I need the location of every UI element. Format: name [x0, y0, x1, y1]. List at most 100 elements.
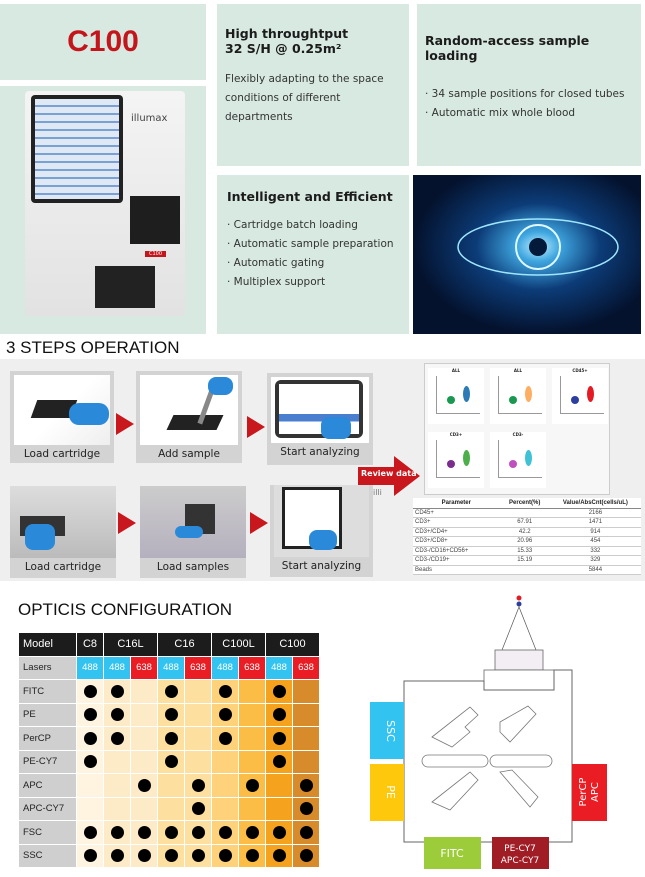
step-arrow-icon [250, 512, 268, 534]
step-label: Load samples [140, 558, 246, 576]
apccy7-label: APC-CY7 [501, 856, 539, 866]
laser-cell: 488 [76, 655, 104, 680]
supported-dot-icon [218, 825, 232, 839]
channel-cell [238, 843, 266, 868]
laser-cell: 488 [157, 655, 185, 680]
steps-heading: 3 STEPS OPERATION [6, 338, 180, 357]
supported-dot-icon [218, 708, 232, 722]
supported-dot-icon [272, 731, 286, 745]
channel-cell [265, 796, 293, 821]
supported-dot-icon [272, 708, 286, 722]
supported-dot-icon [83, 849, 97, 863]
channel-cell [76, 702, 104, 727]
step-card: Start analyzing [267, 373, 373, 465]
channel-cell [130, 843, 158, 868]
channel-cell [292, 749, 320, 774]
channel-cell [184, 820, 212, 845]
channel-label: APC [18, 773, 77, 798]
channel-cell [157, 702, 185, 727]
model-label: Model [18, 632, 77, 657]
supported-dot-icon [164, 731, 178, 745]
supported-dot-icon [83, 731, 97, 745]
supported-dot-icon [245, 849, 259, 863]
fitc-label: FITC [440, 847, 464, 860]
scatter-plot: ALL [490, 368, 546, 424]
results-cell: 1471 [549, 517, 641, 528]
supported-dot-icon [272, 755, 286, 769]
supported-dot-icon [299, 778, 313, 792]
supported-dot-icon [299, 825, 313, 839]
channel-cell [157, 773, 185, 798]
step-arrow-icon [116, 413, 134, 435]
pecy7-label: PE-CY7 [504, 844, 536, 854]
supported-dot-icon [83, 825, 97, 839]
feature-subtitle: 32 S/H @ 0.25m² [225, 41, 342, 56]
step-label: Start analyzing [281, 560, 362, 572]
model-header: C16L [103, 632, 158, 657]
channel-cell [292, 820, 320, 845]
channel-cell [238, 702, 266, 727]
feature-title: Random-access sample loading [425, 33, 590, 63]
supported-dot-icon [83, 684, 97, 698]
step-card: Add sample [136, 371, 242, 463]
model-title-panel: C100 [0, 4, 206, 80]
supported-dot-icon [272, 825, 286, 839]
plot-title: CD3+ [449, 432, 463, 437]
channel-cell [103, 820, 131, 845]
feature-line: · Multiplex support [227, 276, 326, 288]
optics-heading: OPTICIS CONFIGURATION [18, 600, 233, 619]
laser-cell: 488 [103, 655, 131, 680]
step-arrow-icon [247, 416, 265, 438]
step-card: Load cartridge [10, 371, 114, 463]
channel-cell [157, 749, 185, 774]
results-cell: 42.2 [499, 527, 550, 537]
channel-cell [103, 702, 131, 727]
column-header: Parameter [413, 498, 500, 509]
pe-detector [370, 764, 404, 821]
percp-label: PerCP [578, 778, 589, 807]
feature-line: · Cartridge batch loading [227, 219, 358, 231]
channel-cell [292, 702, 320, 727]
column-header: Value/AbsCnt(cells/uL) [549, 498, 641, 509]
channel-cell [292, 796, 320, 821]
step-label: Start analyzing [280, 446, 360, 458]
pecy7-apccy7-detector [492, 837, 549, 869]
channel-cell [184, 679, 212, 704]
channel-label: SSC [18, 843, 77, 868]
blue-laser-icon [516, 601, 522, 607]
supported-dot-icon [110, 684, 124, 698]
device-image: illumax C100 [25, 91, 185, 316]
channel-cell [76, 773, 104, 798]
supported-dot-icon [218, 731, 232, 745]
channel-cell [184, 702, 212, 727]
results-cell: CD45+ [413, 508, 500, 518]
supported-dot-icon [218, 684, 232, 698]
channel-cell [238, 796, 266, 821]
device-image-panel: illumax C100 [0, 86, 206, 334]
step-label: Load cartridge [10, 558, 116, 576]
channel-cell [130, 679, 158, 704]
results-cell [499, 508, 550, 518]
channel-cell [157, 679, 185, 704]
device-drawer [95, 266, 155, 308]
results-cell: CD3-/CD16+CD56+ [413, 546, 500, 556]
review-data-label: Review data [361, 469, 417, 478]
supported-dot-icon [137, 825, 151, 839]
feature-line: conditions of different departments [225, 92, 341, 123]
laser-cell: 638 [130, 655, 158, 680]
channel-cell [265, 773, 293, 798]
supported-dot-icon [110, 825, 124, 839]
supported-dot-icon [83, 755, 97, 769]
plot-title: ALL [513, 368, 523, 373]
results-cell: Beads [413, 565, 500, 575]
eye-tech-image [413, 175, 641, 334]
supported-dot-icon [299, 802, 313, 816]
channel-cell [238, 726, 266, 751]
channel-cell [103, 726, 131, 751]
plot-title: CD45+ [572, 368, 588, 373]
channel-cell [265, 726, 293, 751]
channel-cell [211, 679, 239, 704]
